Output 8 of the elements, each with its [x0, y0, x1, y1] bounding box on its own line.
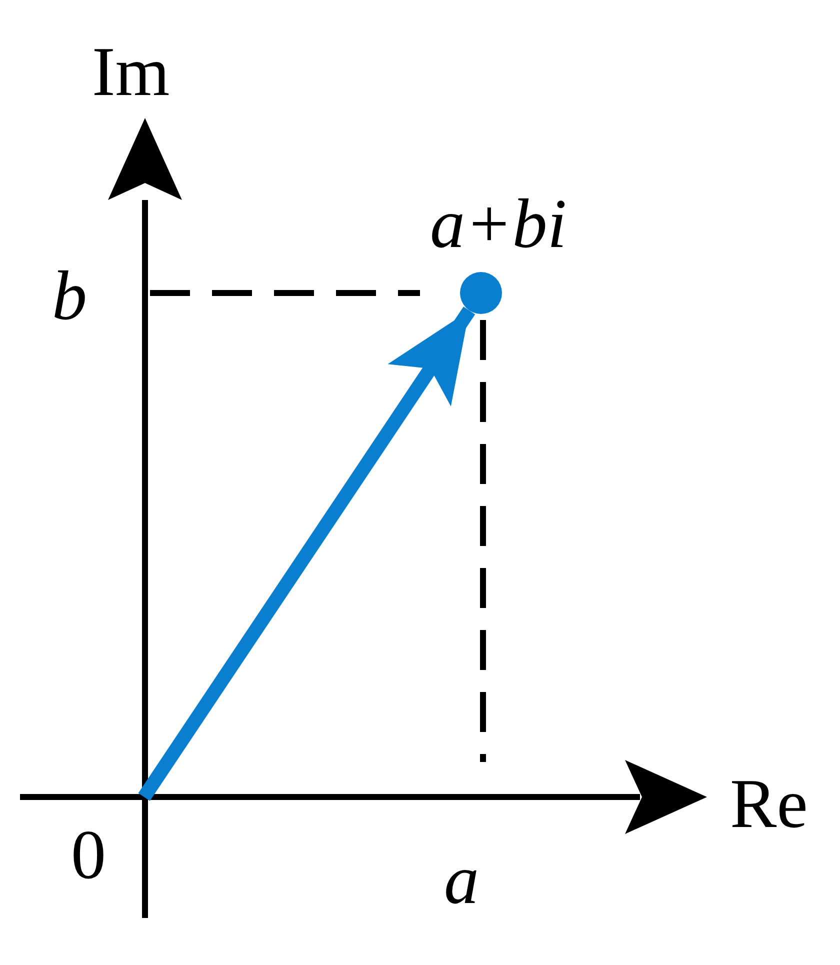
- vector-arrow: [138, 306, 476, 801]
- origin-label: 0: [71, 797, 145, 905]
- tick-label: a: [444, 846, 479, 916]
- point-label: a+bi: [430, 190, 567, 260]
- tick-label: b: [52, 262, 87, 332]
- axis-label: Im: [92, 38, 170, 108]
- point-dot: [460, 272, 502, 314]
- axis-label: Re: [730, 770, 808, 840]
